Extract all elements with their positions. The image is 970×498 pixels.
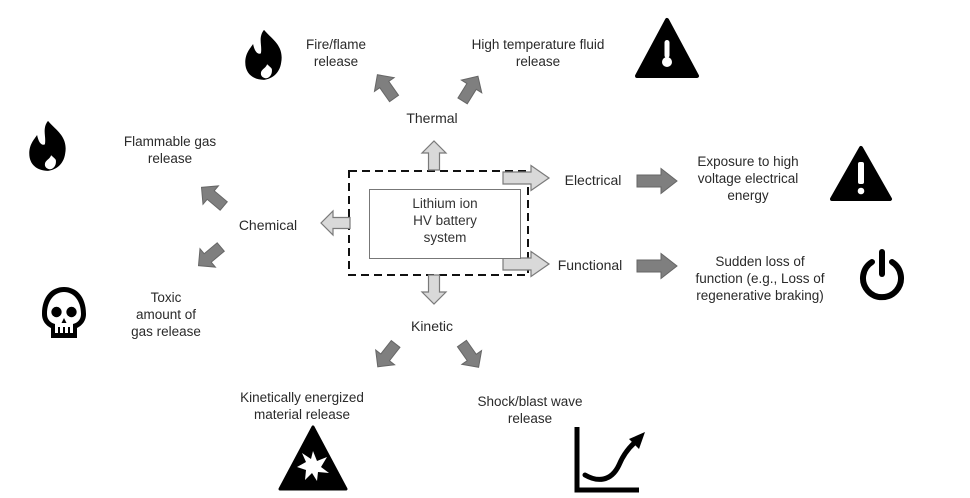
skull-icon — [42, 287, 86, 338]
center-battery-box: Lithium ion HV battery system — [369, 189, 521, 259]
power-icon — [860, 249, 904, 301]
explosion-warning-icon — [278, 425, 348, 491]
arrow-to-flammable-gas — [193, 177, 232, 216]
arrow-to-shock-blast — [451, 336, 489, 375]
arrow-to-electrical — [502, 164, 550, 192]
category-kinetic: Kinetic — [410, 318, 454, 334]
exclamation-warning-icon — [830, 146, 892, 201]
category-electrical: Electrical — [564, 172, 622, 188]
center-line-2: HV battery — [413, 213, 477, 228]
pressure-curve-icon — [574, 427, 645, 493]
arrow-to-kinetic-material — [367, 336, 406, 375]
flame-icon — [29, 120, 66, 171]
flame-icon — [245, 29, 282, 80]
center-line-1: Lithium ion — [412, 196, 478, 211]
arrow-to-loss-of-function — [636, 253, 678, 279]
arrow-to-toxic-gas — [190, 237, 229, 276]
arrow-to-fire-flame — [367, 67, 405, 106]
category-thermal: Thermal — [406, 110, 458, 126]
arrow-to-chemical — [320, 210, 351, 236]
arrow-to-high-temp-fluid — [451, 69, 489, 108]
arrow-to-hv-exposure — [636, 168, 678, 194]
center-line-3: system — [423, 230, 467, 245]
category-chemical: Chemical — [238, 217, 298, 233]
arrow-to-kinetic — [421, 274, 447, 305]
thermometer-warning-icon — [635, 18, 699, 78]
category-functional: Functional — [557, 257, 623, 273]
arrow-to-thermal — [421, 140, 447, 171]
